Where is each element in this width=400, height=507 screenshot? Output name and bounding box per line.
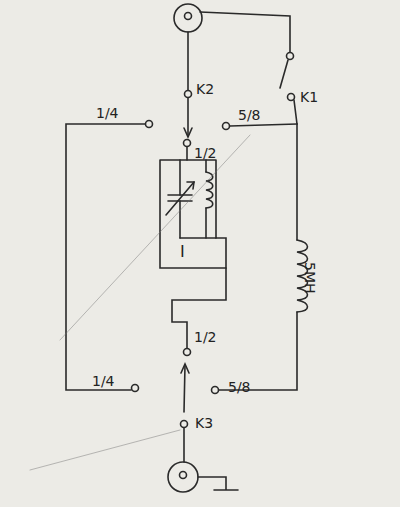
- wire: [187, 32, 189, 90]
- tap-label: 1/4: [92, 374, 115, 388]
- tank-coil: [206, 172, 213, 208]
- wire: [66, 124, 145, 390]
- switch-contact: [132, 385, 139, 392]
- wire: [230, 124, 297, 126]
- tap-label: 5/8: [228, 380, 251, 394]
- switch-contact: [223, 123, 230, 130]
- wire: [296, 124, 298, 240]
- wire: [219, 312, 297, 390]
- inductance-label: 5MH: [303, 262, 317, 294]
- switch-label: K3: [195, 416, 213, 430]
- selector-arrow: [184, 128, 192, 137]
- switch-contact: [184, 349, 191, 356]
- tap-label: 5/8: [238, 108, 261, 122]
- wire: [172, 268, 226, 348]
- selector-arrow: [181, 364, 189, 373]
- wire: [205, 208, 207, 238]
- wire: [179, 160, 181, 195]
- wire: [205, 160, 207, 172]
- variable-arrow: [187, 182, 194, 189]
- wire: [183, 428, 185, 462]
- tank-frame: [160, 160, 226, 268]
- capacitor-plate: [168, 194, 192, 196]
- switch-contact: [181, 421, 188, 428]
- selector-arm: [184, 365, 185, 412]
- terminal-dot: [180, 472, 187, 479]
- switch-lever: [280, 60, 288, 88]
- switch-label: K1: [300, 90, 318, 104]
- wire: [179, 201, 181, 238]
- tap-label: 1/2: [194, 330, 217, 344]
- wire: [186, 147, 188, 160]
- switch-contact: [184, 140, 191, 147]
- tank-label: I: [180, 244, 185, 260]
- ground-symbol: [198, 477, 238, 490]
- wire: [294, 100, 297, 124]
- switch-label: K2: [196, 82, 214, 96]
- tap-label: 1/2: [194, 146, 217, 160]
- tap-label: 1/4: [96, 106, 119, 120]
- switch-contact: [185, 91, 192, 98]
- terminal-dot: [185, 13, 192, 20]
- wire: [180, 237, 216, 239]
- pencil-stroke: [30, 135, 250, 470]
- switch-contact: [146, 121, 153, 128]
- selector-arm: [187, 98, 189, 136]
- switch-contact: [287, 53, 294, 60]
- switch-contact: [212, 387, 219, 394]
- antenna-terminal: [174, 4, 202, 32]
- wire: [200, 12, 290, 52]
- ground-terminal: [168, 462, 198, 492]
